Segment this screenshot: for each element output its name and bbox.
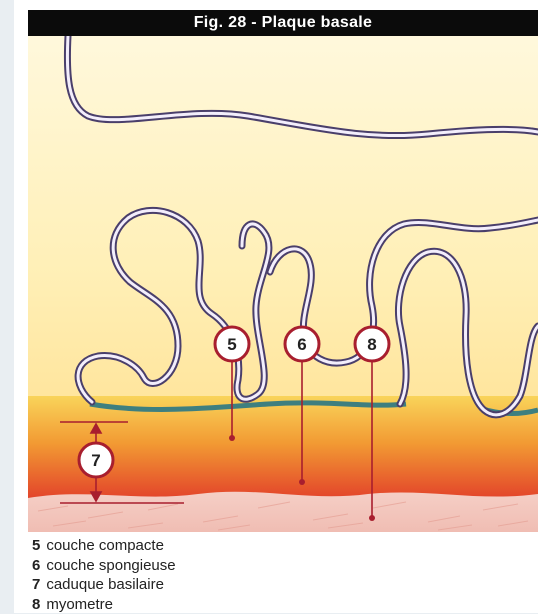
marker-8: 8 — [355, 327, 389, 361]
marker-7: 7 — [79, 443, 113, 477]
legend-item: 5 couche compacte — [32, 536, 532, 556]
marker-5-label: 5 — [227, 335, 236, 354]
legend-text: myometre — [46, 596, 113, 613]
marker-6: 6 — [285, 327, 319, 361]
figure-title: Fig. 28 - Plaque basale — [194, 14, 373, 32]
marker-8-label: 8 — [367, 335, 376, 354]
legend-item: 8 myometre — [32, 595, 532, 614]
marker-6-label: 6 — [297, 335, 306, 354]
leader-dot-8 — [369, 515, 375, 521]
marker-7-label: 7 — [91, 451, 100, 470]
leader-dot-6 — [299, 479, 305, 485]
legend-number: 5 — [32, 537, 40, 554]
legend-text: couche compacte — [46, 537, 164, 554]
leader-dot-5 — [229, 435, 235, 441]
marker-5: 5 — [215, 327, 249, 361]
figure-legend: 5 couche compacte 6 couche spongieuse 7 cad… — [32, 536, 532, 614]
legend-item: 6 couche spongieuse — [32, 556, 532, 576]
myometrium-layer — [28, 492, 538, 532]
plaque-basale-diagram: 5 6 8 7 — [28, 36, 538, 532]
legend-text: caduque basilaire — [46, 576, 164, 593]
legend-number: 6 — [32, 557, 40, 574]
legend-item: 7 caduque basilaire — [32, 575, 532, 595]
legend-number: 8 — [32, 596, 40, 613]
legend-text: couche spongieuse — [46, 557, 175, 574]
figure-title-bar: Fig. 28 - Plaque basale — [28, 10, 538, 36]
legend-number: 7 — [32, 576, 40, 593]
